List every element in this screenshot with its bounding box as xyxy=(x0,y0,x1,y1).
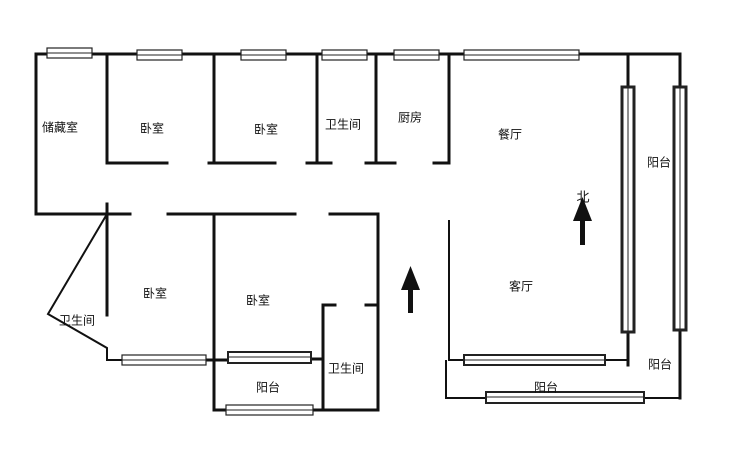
window xyxy=(136,49,183,61)
room-label-bathroom: 卫生间 xyxy=(324,117,362,132)
room-label-balcony: 阳台 xyxy=(647,357,673,372)
room-label-living: 客厅 xyxy=(508,279,534,294)
window xyxy=(620,85,636,334)
room-label-balcony: 阳台 xyxy=(646,155,672,170)
window xyxy=(485,391,645,404)
compass-label: 北 xyxy=(576,190,590,206)
window xyxy=(225,404,314,416)
window xyxy=(672,85,688,332)
room-label-bedroom: 卧室 xyxy=(142,286,168,301)
windows xyxy=(46,47,688,416)
window xyxy=(46,47,93,59)
room-label-balcony: 阳台 xyxy=(255,380,281,395)
room-label-dining: 餐厅 xyxy=(497,127,523,142)
room-label-kitchen: 厨房 xyxy=(397,110,423,125)
room-label-bedroom: 卧室 xyxy=(253,122,279,137)
room-label-storage: 储藏室 xyxy=(41,120,79,135)
room-label-bathroom: 卫生间 xyxy=(58,313,96,328)
window xyxy=(121,354,207,366)
window xyxy=(463,49,580,61)
room-label-balcony: 阳台 xyxy=(533,380,559,395)
room-label-bedroom: 卧室 xyxy=(245,293,271,308)
window xyxy=(227,351,312,364)
window xyxy=(240,49,287,61)
room-label-bathroom: 卫生间 xyxy=(327,361,365,376)
window xyxy=(463,354,606,366)
window xyxy=(393,49,440,61)
room-label-bedroom: 卧室 xyxy=(139,121,165,136)
entrance-arrow-icon xyxy=(401,266,420,313)
north-arrow-icon xyxy=(573,197,592,245)
window xyxy=(321,49,368,61)
